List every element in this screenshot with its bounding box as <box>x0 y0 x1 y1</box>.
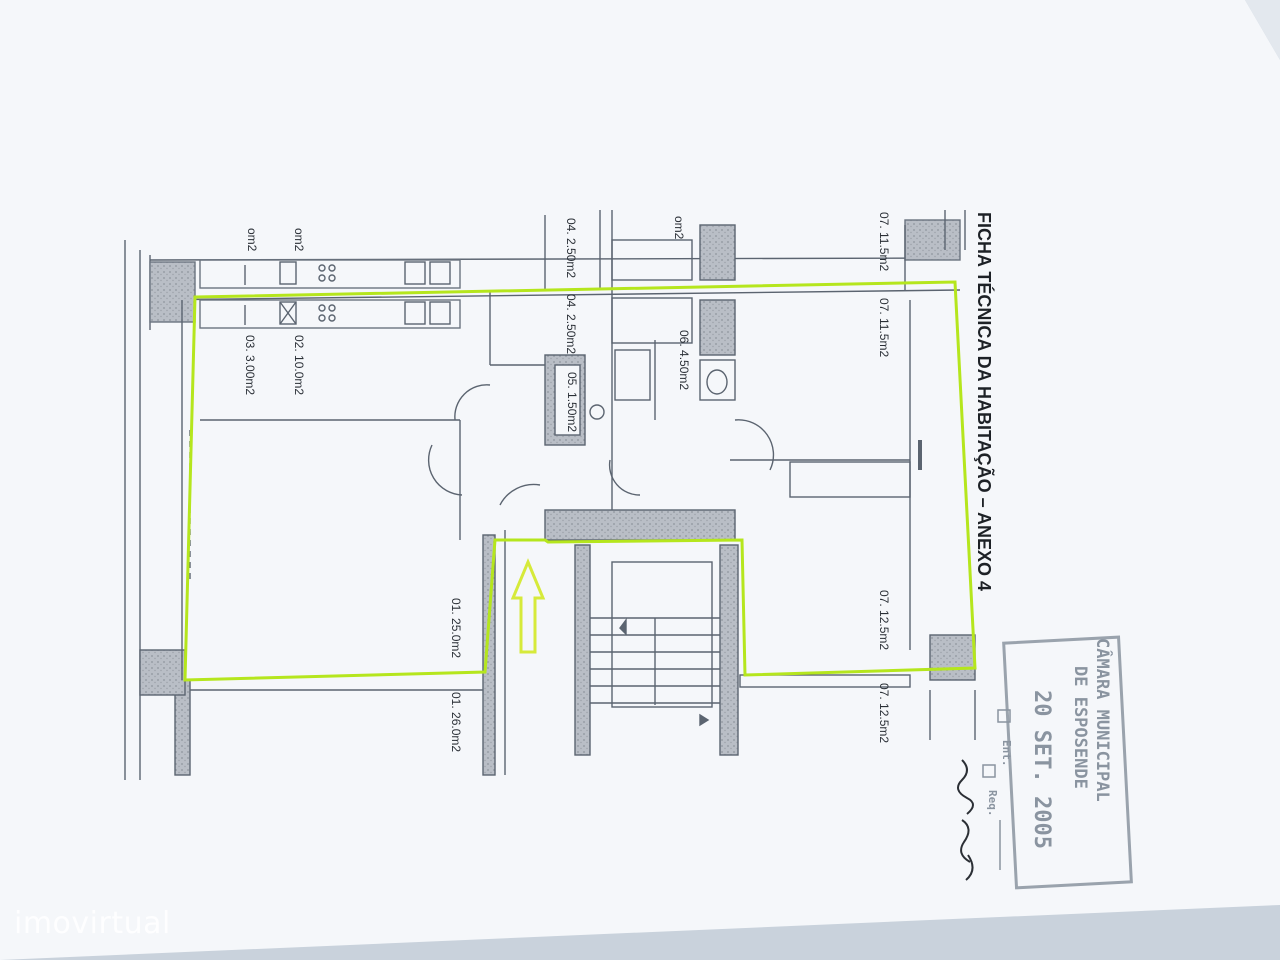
stamp-req: Req. <box>986 790 999 817</box>
plan-drawing <box>124 210 976 780</box>
room-label-06: 06. 4.50m2 <box>677 330 691 390</box>
room-label-07b: 07. 11.5m2 <box>877 298 891 357</box>
room-label-07c: 07. 12.5m2 <box>877 590 891 650</box>
room-label-04a: 04. 2.50m2 <box>564 218 578 278</box>
entry-arrow <box>510 558 546 654</box>
room-label-03: 03. 3.00m2 <box>243 335 257 395</box>
stamp-line1: CÂMARA MUNICIPAL <box>1092 638 1114 802</box>
municipal-stamp: CÂMARA MUNICIPAL DE ESPOSENDE 20 SET. 20… <box>957 635 1133 890</box>
room-label-fragment-a: om2 <box>292 228 306 252</box>
stamp-date: 20 SET. 2005 <box>1029 690 1054 849</box>
unit-outline <box>183 280 977 682</box>
room-label-04b: 04. 2.50m2 <box>564 294 578 354</box>
paper-shadow <box>1245 0 1280 60</box>
sheet-title: FICHA TÉCNICA DA HABITAÇÃO – ANEXO 4 <box>974 212 995 591</box>
room-label-07d: 07. 12.5m2 <box>877 683 891 743</box>
watermark-logo: imovirtual <box>14 906 171 941</box>
room-label-07a: 07. 11.5m2 <box>877 212 891 271</box>
room-label-01b: 01. 26.0m2 <box>449 692 463 752</box>
room-label-02: 02. 10.0m2 <box>292 335 306 395</box>
room-label-fragment-c: om2 <box>672 216 686 240</box>
stamp-line2: DE ESPOSENDE <box>1070 666 1090 789</box>
room-label-01a: 01. 25.0m2 <box>449 598 463 658</box>
room-label-fragment-b: om2 <box>245 228 259 252</box>
stamp-ent: Ent. <box>1000 740 1013 767</box>
handwritten-signature <box>957 759 974 881</box>
room-label-05: 05. 1.50m2 <box>565 372 579 432</box>
